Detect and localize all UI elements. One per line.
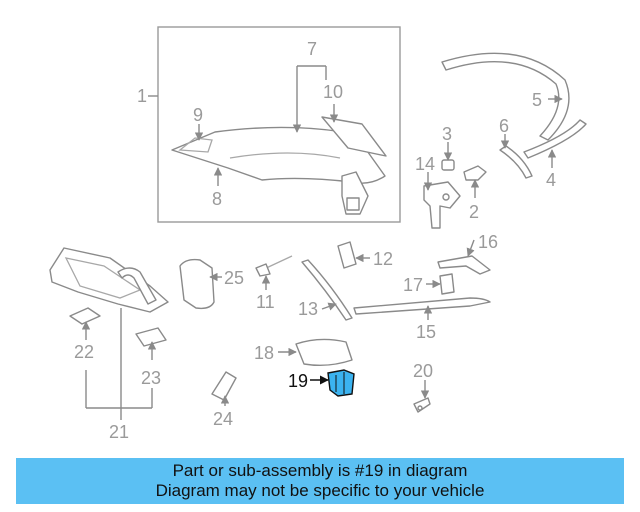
- callout-18: 18: [254, 343, 274, 363]
- callout-7: 7: [307, 39, 317, 59]
- small-clip-part: [413, 397, 431, 413]
- latch-hardware-part: [423, 159, 487, 229]
- callout-25: 25: [224, 268, 244, 288]
- banner-line-disclaimer: Diagram may not be specific to your vehi…: [155, 481, 485, 500]
- callout-5: 5: [532, 90, 542, 110]
- callout-12: 12: [373, 249, 393, 269]
- pad-part: [295, 338, 353, 367]
- callout-16: 16: [478, 232, 498, 252]
- callout-17: 17: [403, 275, 423, 295]
- callout-8: 8: [212, 189, 222, 209]
- clip-part: [337, 241, 357, 269]
- end-cap-part: [439, 273, 455, 295]
- short-seal-part: [499, 145, 533, 179]
- callout-21: 21: [109, 422, 129, 442]
- callout-9: 9: [193, 105, 203, 125]
- callout-24: 24: [213, 409, 233, 429]
- cable-part: [255, 255, 293, 277]
- callout-15: 15: [416, 322, 436, 342]
- small-bracket-part: [69, 307, 101, 325]
- callout-19: 19: [288, 371, 308, 391]
- long-strip-part: [301, 259, 353, 321]
- rail-part: [353, 297, 491, 315]
- hinge-part: [211, 371, 237, 401]
- callout-2: 2: [469, 202, 479, 222]
- callout-22: 22: [74, 342, 94, 362]
- wind-deflector-part: [49, 247, 169, 313]
- leader-16: [466, 239, 475, 257]
- info-banner: Part or sub-assembly is #19 in diagram D…: [16, 458, 624, 504]
- leader-13: [321, 302, 337, 311]
- callout-6: 6: [499, 116, 509, 136]
- highlighted-part-19[interactable]: [327, 369, 355, 397]
- callout-11: 11: [256, 292, 275, 312]
- weatherstrip-arc-part: [441, 52, 570, 141]
- mount-block-part: [135, 327, 167, 347]
- convertible-top-part: [171, 116, 387, 215]
- callout-23: 23: [141, 368, 161, 388]
- callout-20: 20: [413, 361, 433, 381]
- callout-14: 14: [415, 154, 435, 174]
- callout-4: 4: [546, 170, 556, 190]
- cover-panel-part: [179, 258, 215, 310]
- callout-10: 10: [323, 82, 343, 102]
- rail-strip-part: [523, 119, 587, 159]
- top-assembly-box: [148, 26, 401, 223]
- banner-line-part-number: Part or sub-assembly is #19 in diagram: [172, 461, 468, 480]
- callout-1: 1: [137, 86, 147, 106]
- trim-molding-part: [437, 255, 491, 275]
- callout-3: 3: [442, 124, 452, 144]
- callout-13: 13: [298, 299, 318, 319]
